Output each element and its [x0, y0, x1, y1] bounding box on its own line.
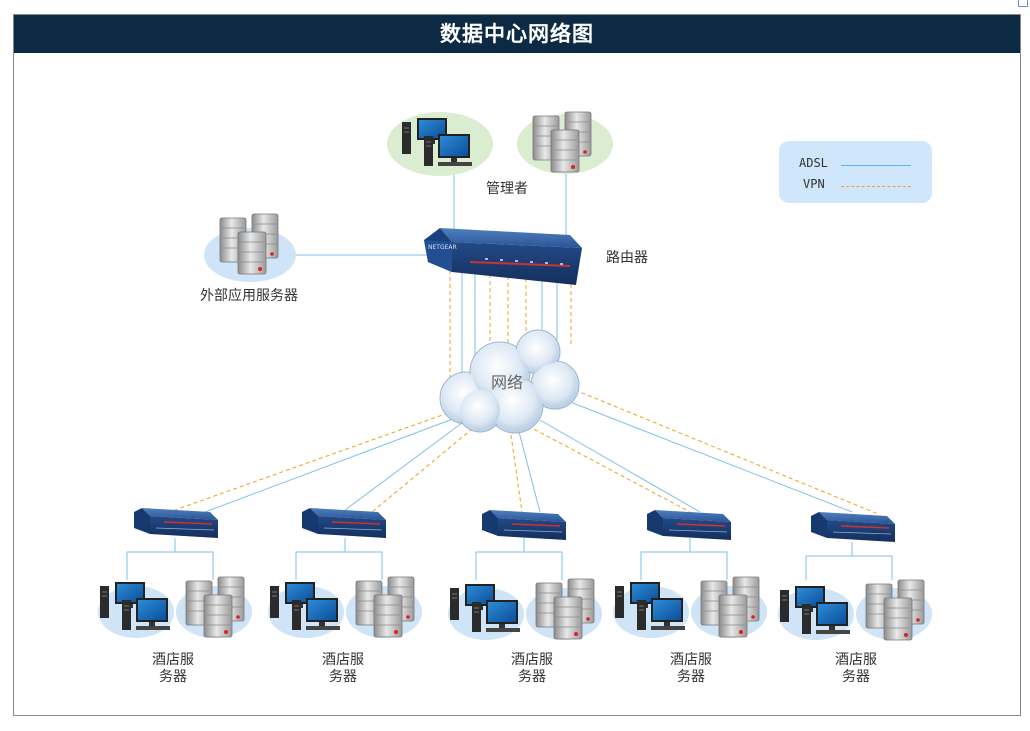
admin-pc-group	[387, 112, 493, 176]
window-corner-mark	[1018, 0, 1028, 7]
hotel-server-label: 酒店服 务器	[298, 652, 388, 686]
hotel-label-line2: 务器	[677, 669, 705, 685]
legend-vpn-label: VPN	[803, 177, 825, 191]
hotel-label-line2: 务器	[518, 669, 546, 685]
legend-vpn-line	[841, 186, 911, 187]
external-server-label: 外部应用服务器	[200, 288, 298, 304]
connection-lines	[126, 170, 893, 580]
admin-label: 管理者	[486, 181, 528, 197]
hotel-server-label: 酒店服 务器	[487, 652, 577, 686]
legend-adsl-line	[841, 165, 911, 166]
network-label: 网络	[491, 373, 524, 392]
hotel-server-label: 酒店服 务器	[646, 652, 736, 686]
hotel-server-label: 酒店服 务器	[128, 652, 218, 686]
branch-5	[778, 579, 932, 641]
hotel-label-line1: 酒店服	[835, 652, 877, 668]
branch-1	[98, 576, 252, 638]
branch-2	[268, 576, 422, 638]
page-title: 数据中心网络图	[440, 22, 594, 46]
hotel-server-label: 酒店服 务器	[811, 652, 901, 686]
router-label: 路由器	[606, 250, 648, 266]
legend: ADSL VPN	[779, 141, 932, 203]
hotel-label-line2: 务器	[842, 669, 870, 685]
branch-4	[613, 576, 767, 638]
hotel-label-line1: 酒店服	[670, 652, 712, 668]
hotel-label-line1: 酒店服	[152, 652, 194, 668]
switch-icon	[133, 507, 219, 539]
branch-3	[448, 578, 602, 640]
switch-icon	[481, 509, 567, 541]
title-bar: 数据中心网络图	[14, 15, 1020, 53]
legend-adsl-label: ADSL	[799, 156, 828, 170]
cloud-icon	[439, 329, 580, 434]
admin-server-group	[517, 111, 613, 174]
switch-icon	[646, 509, 732, 541]
external-server-group	[204, 213, 296, 282]
svg-text:NETGEAR: NETGEAR	[428, 244, 457, 251]
hotel-label-line2: 务器	[159, 669, 187, 685]
router-icon: NETGEAR	[424, 228, 582, 285]
switch-icon	[301, 507, 387, 539]
switch-icon	[810, 511, 896, 543]
hotel-label-line1: 酒店服	[511, 652, 553, 668]
hotel-label-line1: 酒店服	[322, 652, 364, 668]
hotel-label-line2: 务器	[329, 669, 357, 685]
